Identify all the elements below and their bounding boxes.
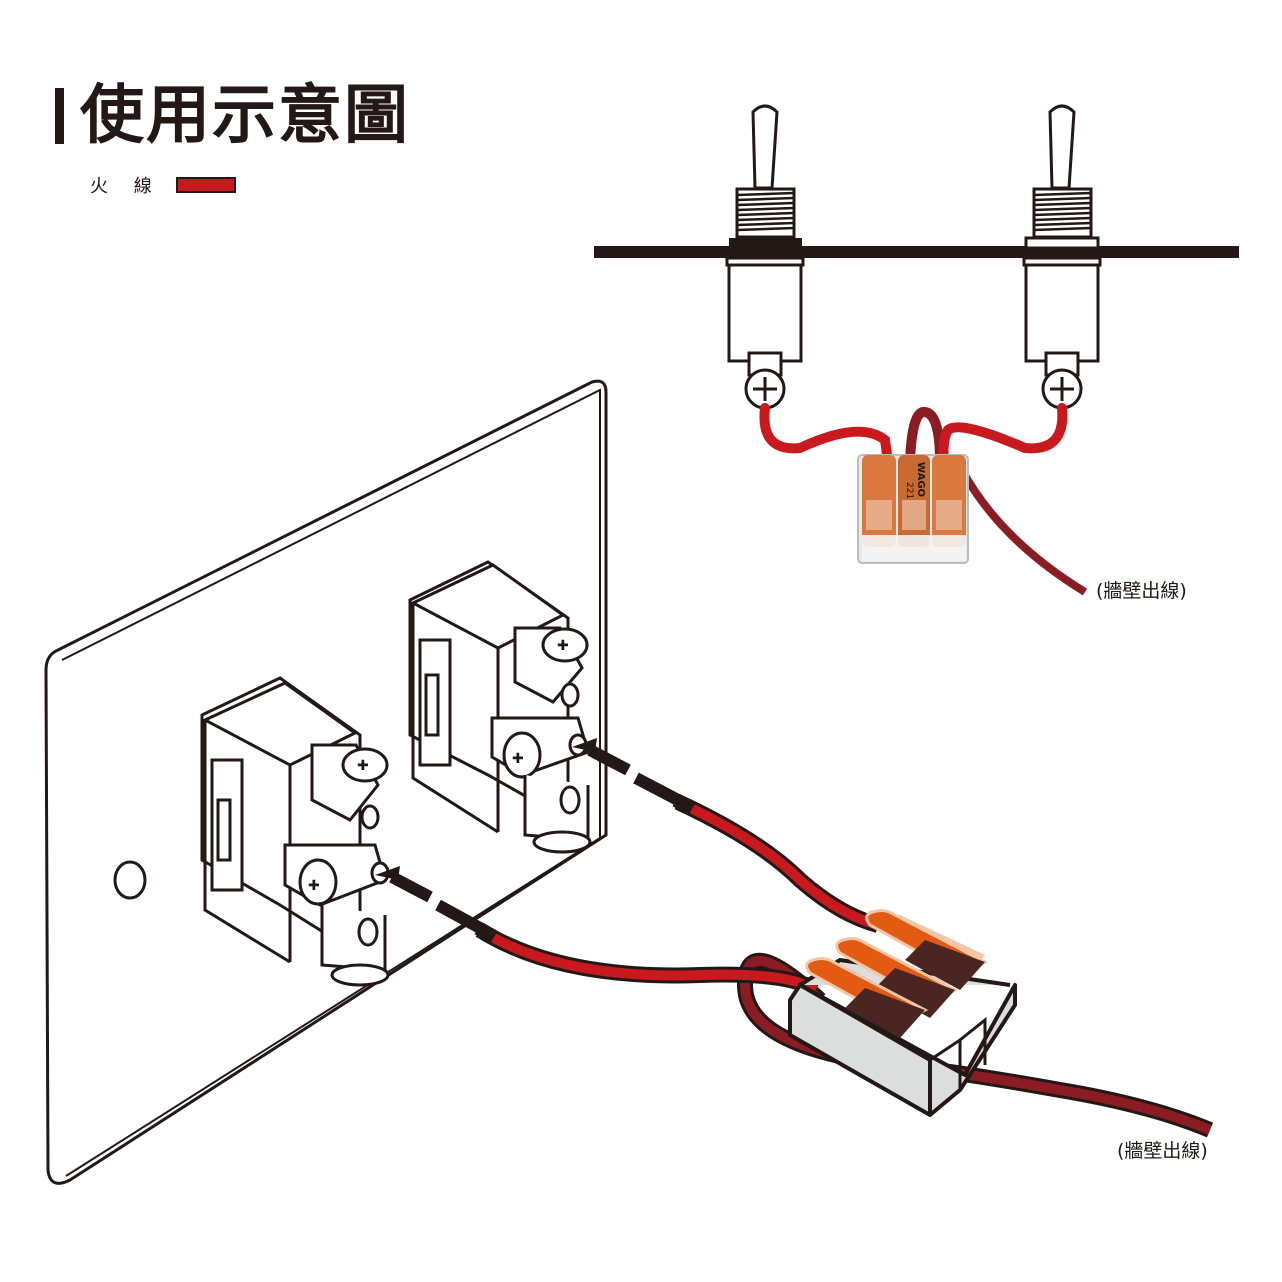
switch-module-right: ✚ ✚: [408, 560, 592, 854]
screw-head-icon: [298, 858, 338, 906]
toggle-lever: [1048, 104, 1076, 190]
page-title: 使用示意圖: [80, 79, 410, 153]
wago-connector-bottom: [788, 909, 1017, 1117]
title-accent-bar: [55, 88, 64, 144]
live-wire-left: [759, 403, 893, 467]
live-wire-right: [938, 403, 1068, 467]
wall-wire-top: [958, 468, 1088, 596]
switch-body: [727, 263, 803, 363]
jumper-wire-middle: [905, 407, 945, 467]
svg-text:✚: ✚: [357, 758, 369, 774]
top-switch-diagram: WAGO 221: [594, 104, 1239, 596]
legend: 火 線: [90, 172, 236, 198]
wago-brand-label: WAGO: [915, 462, 926, 497]
svg-text:✚: ✚: [308, 878, 320, 894]
mounting-panel: [594, 246, 1239, 258]
toggle-lever: [751, 104, 779, 190]
caption-wall-outlet-bottom: (牆壁出線): [1117, 1140, 1208, 1162]
mounting-hole: [113, 860, 147, 900]
switch-body: [1024, 263, 1100, 363]
legend-label-live-wire: 火 線: [90, 176, 162, 197]
toggle-switch-right: [1022, 104, 1102, 410]
knurled-nut: [729, 238, 802, 248]
insertion-arrow-right: [572, 738, 681, 806]
insertion-arrow-left: [375, 866, 483, 934]
legend-swatch-live-wire: [175, 177, 236, 193]
switch-module-left: ✚ ✚: [200, 676, 390, 987]
wall-plate-diagram: ✚ ✚ ✚ ✚: [44, 379, 1214, 1185]
caption-wall-outlet-top: (牆壁出線): [1096, 580, 1187, 602]
screw-head-icon: [541, 627, 589, 663]
screw-head-icon: [502, 731, 542, 779]
toggle-switch-left: [725, 104, 805, 410]
wago-connector-top: WAGO 221: [857, 454, 969, 564]
svg-text:✚: ✚: [557, 638, 569, 654]
svg-text:✚: ✚: [512, 751, 524, 767]
screw-head-icon: [341, 747, 389, 783]
wago-model-label: 221: [904, 482, 914, 499]
